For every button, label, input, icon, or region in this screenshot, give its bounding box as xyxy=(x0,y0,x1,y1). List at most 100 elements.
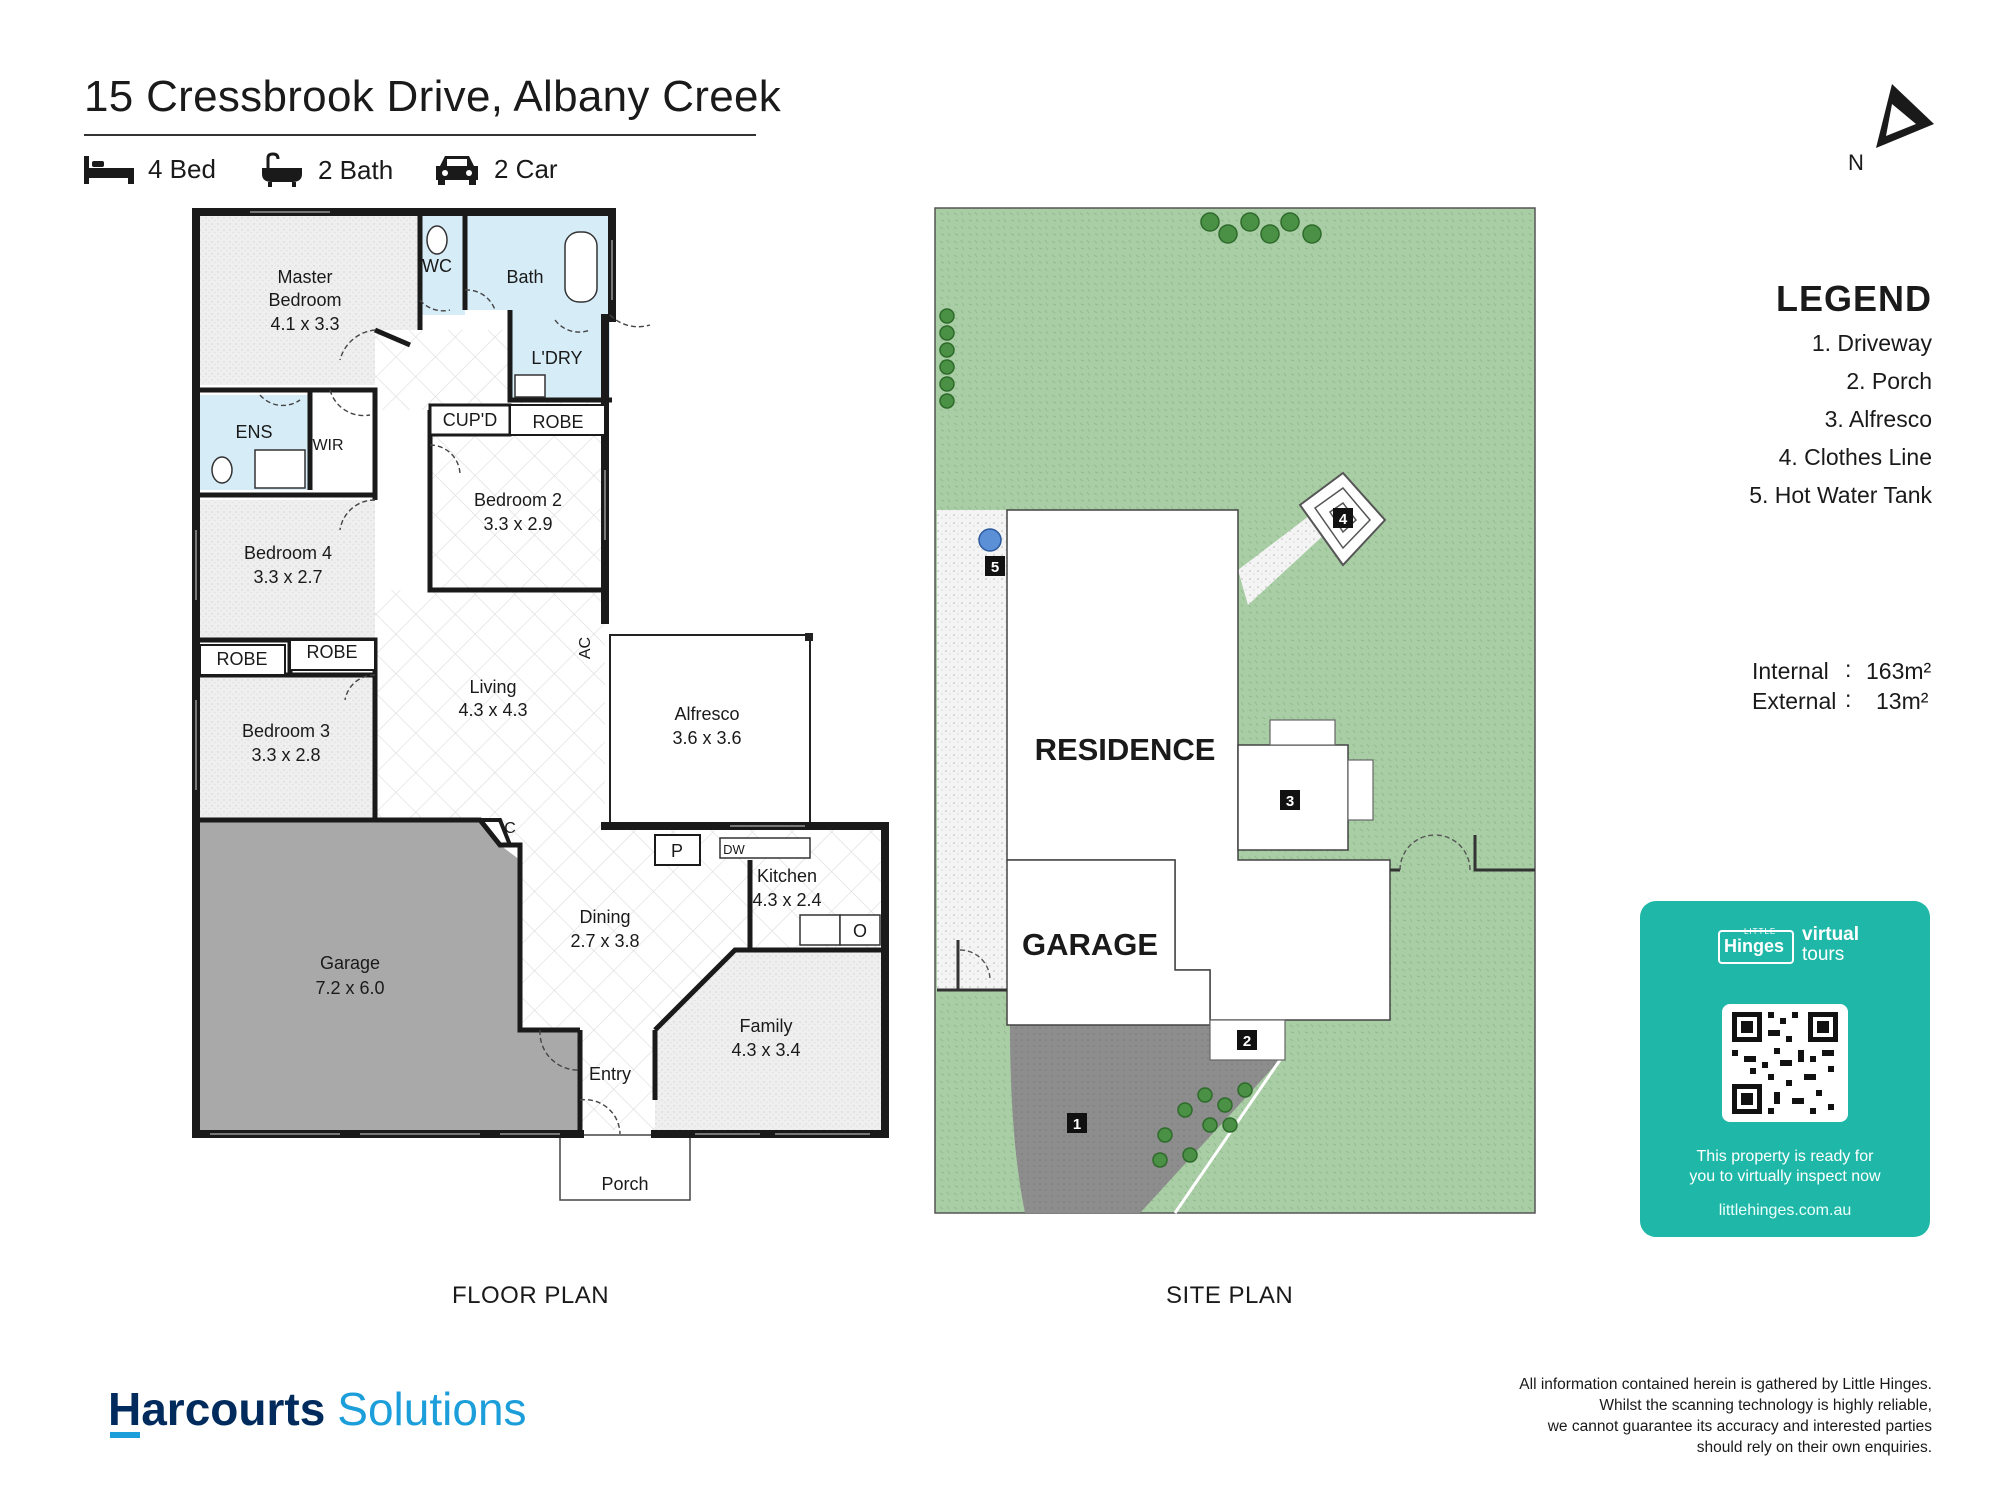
disclaimer-line-3: we cannot guarantee its accuracy and int… xyxy=(1547,1418,1932,1435)
alfresco-floor xyxy=(609,634,811,826)
door-swings xyxy=(259,289,651,1135)
virtual-tour-line-2: you to virtually inspect now xyxy=(1689,1168,1881,1185)
bedroom-2-label: Bedroom 2 xyxy=(474,490,562,510)
windows xyxy=(195,211,870,1135)
internal-area-sep: : xyxy=(1845,656,1852,682)
bath-label: Bath xyxy=(506,267,543,287)
feature-cars: 2 Car xyxy=(432,152,558,186)
qr-code-icon[interactable] xyxy=(1722,1004,1848,1122)
dining-kitchen-floor xyxy=(375,820,885,1130)
feature-beds-label: 4 Bed xyxy=(148,153,216,184)
alfresco-dimensions: 3.6 x 3.6 xyxy=(672,728,741,748)
virtual-tour-url-link[interactable]: littlehinges.com.au xyxy=(1718,1202,1852,1219)
garage-floor xyxy=(200,820,580,1130)
master-bedroom-label-2: Bedroom xyxy=(268,290,341,310)
feature-baths: 2 Bath xyxy=(258,152,393,188)
property-title: 15 Cressbrook Drive, Albany Creek xyxy=(84,72,782,121)
bedroom-4-dimensions: 3.3 x 2.7 xyxy=(253,567,322,587)
disclaimer-line-1: All information contained herein is gath… xyxy=(1519,1376,1932,1393)
ensuite-label: ENS xyxy=(235,422,272,442)
fences xyxy=(937,835,1535,992)
residence-label: RESIDENCE xyxy=(1035,732,1216,767)
floor-plan: Master Bedroom 4.1 x 3.3 WC Bath L'DRY C… xyxy=(192,208,889,1201)
car-icon xyxy=(436,156,478,185)
bed-icon xyxy=(84,156,134,184)
alfresco-label: Alfresco xyxy=(674,704,739,724)
marker-2: 2 xyxy=(1243,1033,1251,1050)
kitchen-label: Kitchen xyxy=(757,866,817,886)
family-label: Family xyxy=(740,1016,793,1036)
bedroom-3-label: Bedroom 3 xyxy=(242,721,330,741)
external-area-label: External xyxy=(1752,688,1837,714)
dining-dimensions: 2.7 x 3.8 xyxy=(570,931,639,951)
bedroom-3-robe-right-label: ROBE xyxy=(306,642,357,662)
feature-beds: 4 Bed xyxy=(82,152,216,186)
family-floor xyxy=(655,950,885,1130)
internal-area-label: Internal xyxy=(1752,658,1829,684)
floor-plan-caption: FLOOR PLAN xyxy=(452,1282,610,1309)
logo-main-text: Hinges xyxy=(1724,936,1785,956)
dishwasher-label: DW xyxy=(723,842,745,857)
north-arrow-icon: N xyxy=(1848,84,1934,175)
bedroom-4-label: Bedroom 4 xyxy=(244,543,332,563)
logo-small-text: LITTLE xyxy=(1744,927,1777,936)
site-garage-label: GARAGE xyxy=(1022,927,1158,962)
feature-baths-label: 2 Bath xyxy=(318,154,394,185)
pantry-label: P xyxy=(671,841,683,861)
logo-virtual-text: virtual xyxy=(1802,924,1860,945)
living-label: Living xyxy=(469,677,516,697)
legend-item-clothes-line: 4. Clothes Line xyxy=(1778,444,1932,470)
wir-floor xyxy=(310,395,375,490)
cupboard-label: CUP'D xyxy=(443,410,497,430)
legend-item-hot-water-tank: 5. Hot Water Tank xyxy=(1749,482,1932,508)
legend-item-driveway: 1. Driveway xyxy=(1811,330,1932,356)
marker-5: 5 xyxy=(991,559,999,576)
external-area-sep: : xyxy=(1845,686,1852,712)
living-dimensions: 4.3 x 4.3 xyxy=(458,700,527,720)
bedroom-3-dimensions: 3.3 x 2.8 xyxy=(251,745,320,765)
legend-item-porch: 2. Porch xyxy=(1846,368,1932,394)
hot-water-tank-icon xyxy=(978,528,1002,552)
marker-3: 3 xyxy=(1286,793,1294,810)
garage-footprint xyxy=(1006,859,1211,1026)
garage-dimensions: 7.2 x 6.0 xyxy=(315,978,384,998)
site-plan-caption: SITE PLAN xyxy=(1166,1282,1294,1309)
family-dimensions: 4.3 x 3.4 xyxy=(731,1040,800,1060)
master-bedroom-label: Master xyxy=(277,267,332,287)
legend-title: LEGEND xyxy=(1775,278,1932,319)
bedroom-3-robe-left-label: ROBE xyxy=(216,649,267,669)
virtual-tour-line-1: This property is ready for xyxy=(1696,1148,1874,1165)
marker-4: 4 xyxy=(1339,511,1348,528)
title-underline xyxy=(84,134,756,136)
brand-primary: Harcourts xyxy=(108,1383,326,1435)
north-label: N xyxy=(1848,150,1864,175)
laundry-label: L'DRY xyxy=(531,348,582,368)
kitchen-dimensions: 4.3 x 2.4 xyxy=(752,890,821,910)
bathtub-icon xyxy=(262,152,302,187)
legend-item-alfresco: 3. Alfresco xyxy=(1824,406,1932,432)
porch-label: Porch xyxy=(601,1174,648,1194)
oven-label: O xyxy=(853,921,867,941)
feature-cars-label: 2 Car xyxy=(494,153,558,184)
disclaimer-line-2: Whilst the scanning technology is highly… xyxy=(1599,1397,1932,1414)
internal-area-value: 163m² xyxy=(1866,658,1932,684)
bedroom-2-dimensions: 3.3 x 2.9 xyxy=(483,514,552,534)
disclaimer-line-4: should rely on their own enquiries. xyxy=(1696,1439,1932,1456)
external-area-value: 13m² xyxy=(1876,688,1929,714)
porch-floor xyxy=(559,1134,691,1201)
driveway xyxy=(1010,1025,1280,1213)
living-floor xyxy=(375,590,605,820)
brand-underline xyxy=(110,1432,140,1438)
marker-1: 1 xyxy=(1073,1116,1081,1133)
side-path xyxy=(937,510,1007,990)
dining-label: Dining xyxy=(579,907,630,927)
bedroom-4-floor xyxy=(200,500,375,640)
closet-label: C xyxy=(504,820,516,837)
master-bedroom-dimensions: 4.1 x 3.3 xyxy=(270,314,339,334)
logo-tours-text: tours xyxy=(1802,944,1845,965)
bedroom-2-robe-label: ROBE xyxy=(532,412,583,432)
site-plan: 1 2 3 4 5 RESIDENCE GARAGE xyxy=(934,207,1536,1214)
brand-secondary: Solutions xyxy=(337,1383,527,1435)
wc-label: WC xyxy=(422,256,452,276)
